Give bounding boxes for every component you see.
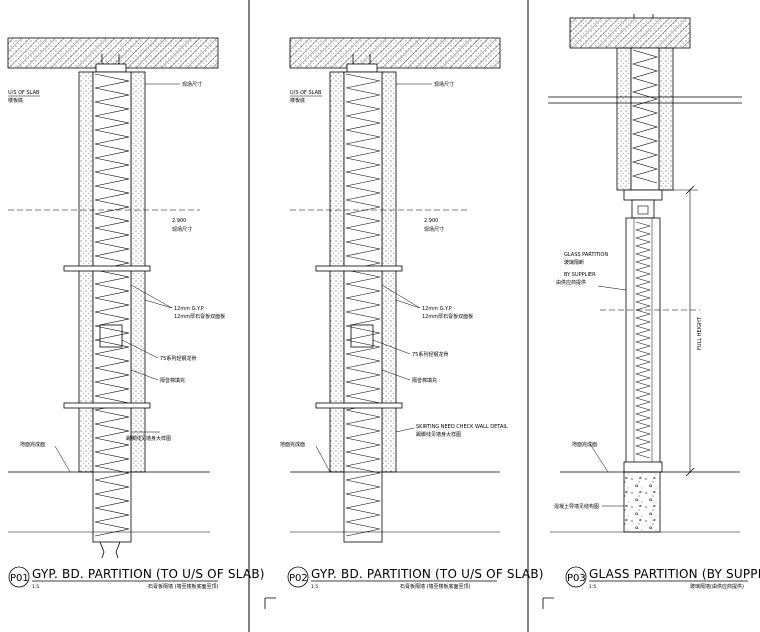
gypsum-board-left — [78, 71, 94, 473]
concrete-base — [623, 471, 661, 533]
stud-label: 75系列轻钢龙骨 — [412, 351, 448, 358]
base-label: 混凝土导墙见结构图 — [554, 503, 599, 510]
detail-id: P02 — [289, 573, 308, 584]
site-dimension-label: 现场尺寸 — [424, 226, 444, 233]
site-dimension-label: 现场尺寸 — [182, 81, 202, 88]
slab-label: U/S OF SLAB — [8, 90, 40, 96]
gypsum-board-right — [130, 71, 146, 473]
floor-label: 地面完成面 — [20, 441, 45, 448]
detail-scale: 1:5 — [32, 584, 39, 590]
full-height-label: FULL HEIGHT — [697, 316, 703, 350]
glass-label-cn: 玻璃隔断 — [564, 259, 584, 266]
detail-subtitle: 石膏板隔墙 (墙至楼板底面至顶) — [148, 583, 219, 590]
steel-stud — [350, 324, 374, 348]
steel-stud — [99, 324, 123, 348]
detail-subtitle: 石膏板隔墙 (墙至楼板底面至顶) — [400, 583, 471, 590]
stud-label: 75系列轻钢龙骨 — [160, 355, 196, 362]
level-label: 2.900 — [424, 218, 438, 224]
detail-title: GYP. BD. PARTITION (TO U/S OF SLAB) — [32, 567, 265, 581]
supplier-label-cn: 由供应商提供 — [556, 279, 586, 286]
supplier-label: BY SUPPLIER — [564, 272, 596, 278]
slab-label-cn: 楼板底 — [290, 97, 305, 104]
gyp-label: 12mm G.Y.P — [422, 306, 452, 312]
panel-p02: U/S OF SLAB 楼板底 现场尺寸 2.900 现场尺寸 12mm G.Y… — [264, 37, 544, 609]
gyp-label: 12mm G.Y.P — [174, 306, 204, 312]
gypsum-board-left — [329, 71, 345, 473]
insulation-label: 隔音棉填充 — [412, 377, 437, 384]
panel-p03: 地面完成面 混凝土导墙见结构图 GLASS PARTITION 玻璃隔断 BY … — [542, 14, 760, 609]
insulation-label: 隔音棉填充 — [160, 377, 185, 384]
detail-id-bubble — [287, 566, 309, 588]
skirting-label-cn: 踢脚线见墙身大样图 — [416, 431, 461, 438]
detail-subtitle: 玻璃隔墙(由供应商提供) — [690, 583, 744, 590]
skirting-label: 踢脚线见墙身大样图 — [126, 435, 171, 442]
slab-label: U/S OF SLAB — [290, 90, 322, 96]
skirting-label: SKIRTING NEED CHECK WALL DETAIL — [416, 424, 508, 430]
level-label: 2.900 — [172, 218, 186, 224]
panel-p01: U/S OF SLAB 楼板底 现场尺寸 2.900 现场尺寸 12mm G.Y… — [7, 37, 265, 590]
glass-label: GLASS PARTITION — [564, 252, 608, 258]
insulation-core — [343, 71, 383, 543]
floor-label: 地面完成面 — [280, 441, 305, 448]
detail-title: GYP. BD. PARTITION (TO U/S OF SLAB) — [311, 567, 544, 581]
site-dimension-label: 现场尺寸 — [434, 81, 454, 88]
detail-id: P03 — [567, 573, 586, 584]
corner-mark — [542, 597, 554, 609]
gyp-label-cn: 12mm厚石膏板双面板 — [174, 313, 225, 320]
gyp-label-cn: 12mm厚石膏板双面板 — [422, 313, 473, 320]
detail-id-bubble — [565, 566, 587, 588]
detail-id-bubble — [8, 566, 30, 588]
detail-scale: 1:5 — [311, 584, 318, 590]
floor-label: 地面完成面 — [572, 441, 597, 448]
insulation-core — [92, 71, 132, 543]
detail-title: GLASS PARTITION (BY SUPPLIER) — [589, 567, 760, 581]
corner-mark — [264, 597, 276, 609]
detail-id: P01 — [10, 573, 29, 584]
site-dimension-label: 现场尺寸 — [172, 226, 192, 233]
glass-panel — [625, 217, 661, 467]
detail-scale: 1:5 — [589, 584, 596, 590]
slab-label-cn: 楼板底 — [8, 97, 23, 104]
gypsum-board-right — [381, 71, 397, 473]
